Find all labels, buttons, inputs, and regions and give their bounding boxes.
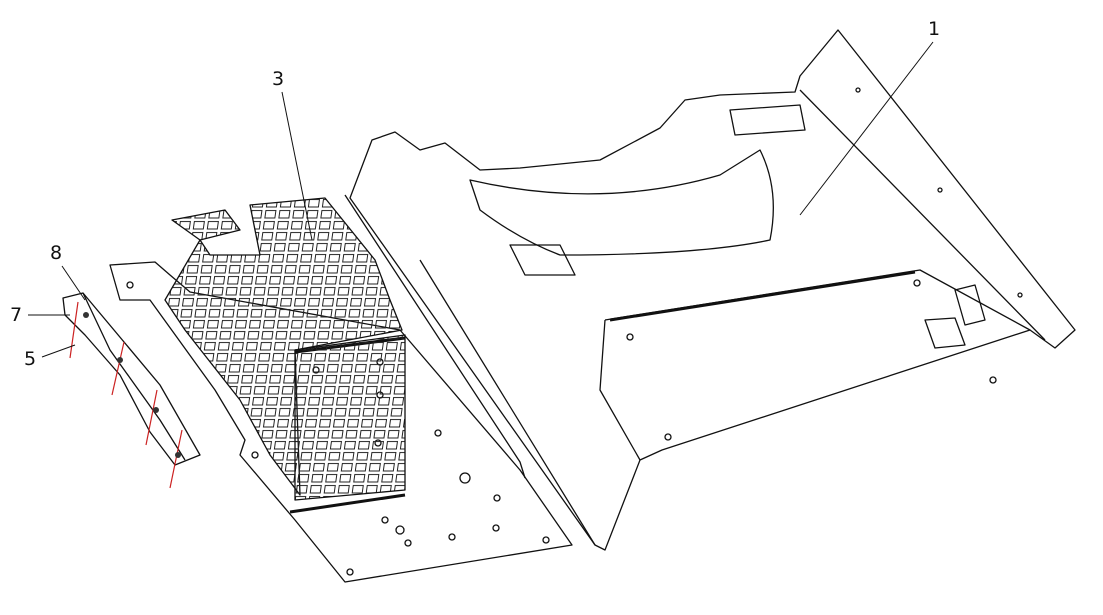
callout-5: 5 [24, 348, 37, 370]
part-1-main-floor [349, 29, 1076, 551]
part-3-grid-mat [164, 197, 406, 501]
callout-3: 3 [272, 68, 285, 90]
leader-lines [28, 41, 934, 358]
callout-8: 8 [50, 242, 63, 264]
callout-1: 1 [928, 18, 941, 40]
part-5-fasteners [69, 301, 183, 489]
callout-7: 7 [10, 304, 23, 326]
part-7-nuts [83, 312, 181, 458]
